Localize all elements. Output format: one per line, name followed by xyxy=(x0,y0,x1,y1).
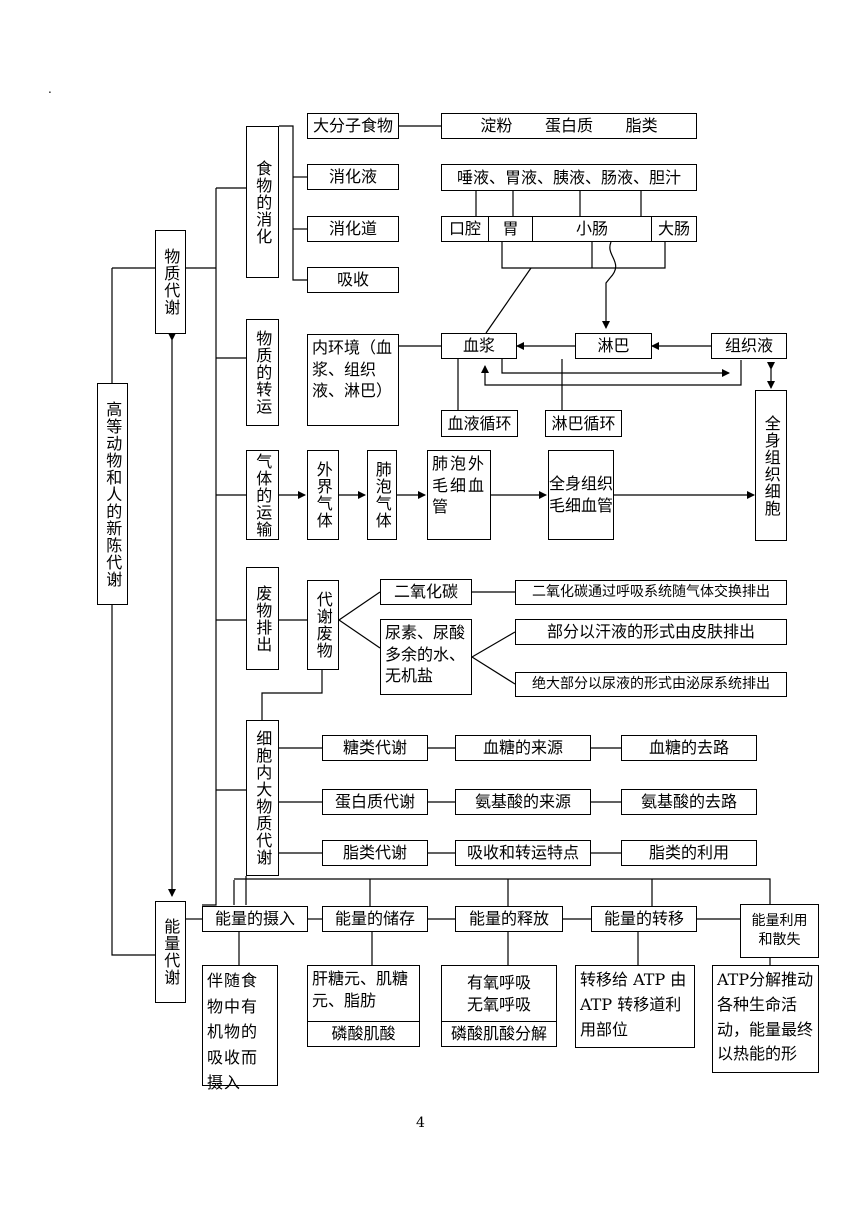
body-capillary-box: 全身组织毛细血管 xyxy=(548,450,614,540)
blood-sugar-fate-box: 血糖的去路 xyxy=(621,735,757,761)
alveolar-air-box: 肺泡气体 xyxy=(367,450,397,540)
absorption-box: 吸收 xyxy=(307,267,399,293)
digestive-tract-box: 消化道 xyxy=(307,216,399,242)
food-lipid: 脂类 xyxy=(625,116,658,136)
sugar-metabolism-box: 糖类代谢 xyxy=(322,735,428,761)
tract-mouth-box: 口腔 xyxy=(441,216,489,242)
energy-intake-box: 能量的摄入 xyxy=(202,906,308,932)
food-protein: 蛋白质 xyxy=(544,116,593,136)
use-detail-box: ATP分解推动各种生命活动，能量最终以热能的形 xyxy=(712,965,819,1073)
energy-metabolism-node: 能量代谢 xyxy=(155,901,186,1003)
energy-use-box: 能量利用和散失 xyxy=(740,904,819,958)
plasma-box: 血浆 xyxy=(441,333,517,359)
co2-exhalation-box: 二氧化碳通过呼吸系统随气体交换排出 xyxy=(515,580,787,605)
macromolecule-food-box: 大分子食物 xyxy=(307,113,399,139)
urea-box: 尿素、尿酸多余的水、无机盐 xyxy=(380,619,472,695)
material-metabolism-node: 物质代谢 xyxy=(155,230,186,334)
tract-large-intestine-box: 大肠 xyxy=(651,216,697,242)
alveolar-capillary-box: 肺泡外毛细血管 xyxy=(427,450,491,540)
cell-metabolism-node: 细胞内大物质代谢 xyxy=(246,720,279,876)
protein-metabolism-box: 蛋白质代谢 xyxy=(322,789,428,815)
internal-environment-box: 内环境（血浆、组织液、淋巴） xyxy=(307,334,399,426)
outside-air-box: 外界气体 xyxy=(307,450,339,540)
tissue-fluid-box: 组织液 xyxy=(711,333,787,359)
page-number: 4 xyxy=(416,1115,425,1131)
transfer-detail-box: 转移给 ATP 由 ATP 转移道利用部位 xyxy=(575,965,695,1048)
body-cells-box: 全身组织细胞 xyxy=(755,390,787,541)
energy-transfer-box: 能量的转移 xyxy=(591,906,697,932)
release-sub-box: 磷酸肌酸分解 xyxy=(441,1021,557,1047)
storage-sub-box: 磷酸肌酸 xyxy=(307,1021,420,1047)
transport-node: 物质的转运 xyxy=(246,319,279,426)
co2-box: 二氧化碳 xyxy=(380,579,472,605)
energy-release-box: 能量的释放 xyxy=(455,906,563,932)
lipid-metabolism-box: 脂类代谢 xyxy=(322,840,428,866)
urine-box: 绝大部分以尿液的形式由泌尿系统排出 xyxy=(515,672,787,697)
blood-circulation-box: 血液循环 xyxy=(441,410,518,437)
tract-stomach-box: 胃 xyxy=(488,216,533,242)
storage-detail-box: 肝糖元、肌糖元、脂肪 xyxy=(307,965,420,1022)
energy-storage-box: 能量的储存 xyxy=(322,906,428,932)
lipid-use-box: 脂类的利用 xyxy=(621,840,757,866)
food-types-box: 淀粉 蛋白质 脂类 xyxy=(441,113,697,139)
release-detail-box: 有氧呼吸 无氧呼吸 xyxy=(441,965,557,1022)
digestive-juice-box: 消化液 xyxy=(307,164,399,190)
blood-sugar-source-box: 血糖的来源 xyxy=(455,735,591,761)
amino-acid-fate-box: 氨基酸的去路 xyxy=(621,789,757,815)
gas-transport-node: 气体的运输 xyxy=(246,450,279,540)
food-starch: 淀粉 xyxy=(480,116,513,136)
intake-detail-box: 伴随食物中有机物的吸收而摄入 xyxy=(202,965,278,1092)
lymph-box: 淋巴 xyxy=(575,333,652,359)
lymph-circulation-box: 淋巴循环 xyxy=(545,410,622,437)
waste-node: 废物排出 xyxy=(246,567,279,670)
corner-dot: . xyxy=(48,82,52,96)
lipid-absorption-box: 吸收和转运特点 xyxy=(455,840,591,866)
digestion-node: 食物的消化 xyxy=(246,126,279,278)
tract-small-intestine-box: 小肠 xyxy=(532,216,652,242)
root-node: 高等动物和人的新陈代谢 xyxy=(97,383,128,605)
sweat-box: 部分以汗液的形式由皮肤排出 xyxy=(515,619,787,645)
juices-box: 唾液、胃液、胰液、肠液、胆汁 xyxy=(441,164,697,191)
amino-acid-source-box: 氨基酸的来源 xyxy=(455,789,591,815)
metabolic-waste-box: 代谢废物 xyxy=(307,580,339,670)
